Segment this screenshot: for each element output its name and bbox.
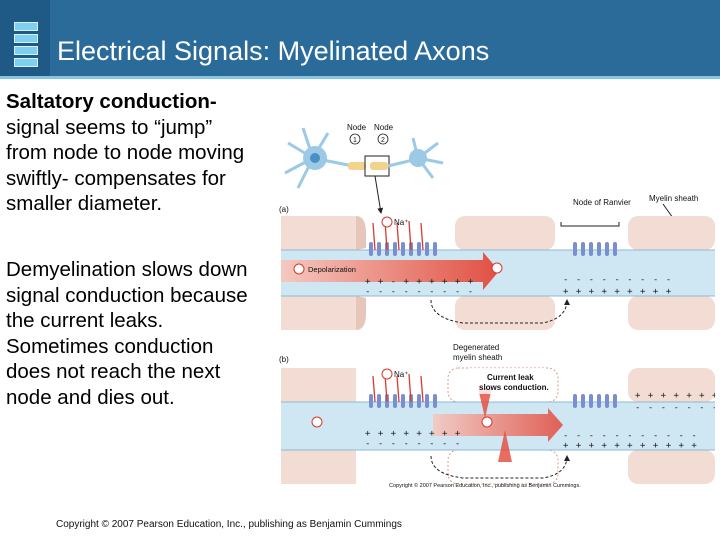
panel-a-label: (a) (279, 205, 289, 214)
header-divider (0, 76, 720, 79)
node-2-marker (377, 133, 389, 145)
degenerated-label-1: Degenerated (453, 343, 499, 352)
node-1-marker (349, 133, 361, 145)
slide-header: Electrical Signals: Myelinated Axons (0, 0, 720, 76)
slide-footer-copyright: Copyright © 2007 Pearson Education, Inc.… (56, 519, 402, 530)
node-of-ranvier-label: Node of Ranvier (573, 198, 631, 207)
slide-logo-icon (14, 22, 38, 67)
myelinated-axon-figure: Node 1 Node 2 (a) Node of Ranvier Myelin… (273, 118, 715, 493)
figure-copyright: Copyright © 2007 Pearson Education, Inc.… (389, 482, 581, 489)
saltatory-term: Saltatory conduction- (6, 90, 217, 113)
header-sidebar (0, 0, 50, 76)
demyelination-paragraph: Demyelination slows down signal conducti… (6, 258, 248, 409)
current-leak-label-1: Current leak (487, 373, 534, 382)
saltatory-paragraph: Saltatory conduction- signal seems to “j… (6, 89, 256, 217)
degenerated-label-2: myelin sheath (453, 353, 502, 362)
charge-row-b4: - - - - - - - - (635, 403, 715, 413)
axon-panel-b (281, 367, 715, 485)
slide-title: Electrical Signals: Myelinated Axons (57, 36, 490, 66)
panel-b-label: (b) (279, 355, 289, 364)
na-label-a: Na⁺ (394, 218, 408, 227)
charge-row-b6: + + + + + + + + + + + (563, 441, 698, 451)
depolarization-label: Depolarization (308, 265, 356, 274)
node-1-label: Node (347, 123, 367, 132)
charge-row-b2: - - - - - - - - (365, 439, 461, 449)
charge-row-a1: + + - + + + + + + (365, 277, 474, 287)
current-leak-label-2: slows conduction. (479, 383, 549, 392)
charge-row-a4: + + + + + + + + + (563, 287, 672, 297)
charge-row-b5: - - - - - - - - - - - (563, 431, 698, 441)
node-2-number: 2 (381, 137, 385, 144)
neuron-illustration (284, 127, 444, 214)
na-label-b: Na⁺ (394, 370, 408, 379)
axon-panel-a (281, 216, 715, 330)
myelin-sheath-label: Myelin sheath (649, 194, 698, 203)
charge-row-a2: - - - - - - - - - (365, 287, 474, 297)
charge-row-b3: + + + + + + + + (635, 391, 715, 401)
charge-row-b1: + + + + + + + + (365, 429, 461, 439)
node-2-label: Node (374, 123, 394, 132)
saltatory-text: signal seems to “jump” from node to node… (6, 115, 245, 216)
charge-row-a3: - - - - - - - - - (563, 275, 672, 285)
node-1-number: 1 (353, 137, 357, 144)
